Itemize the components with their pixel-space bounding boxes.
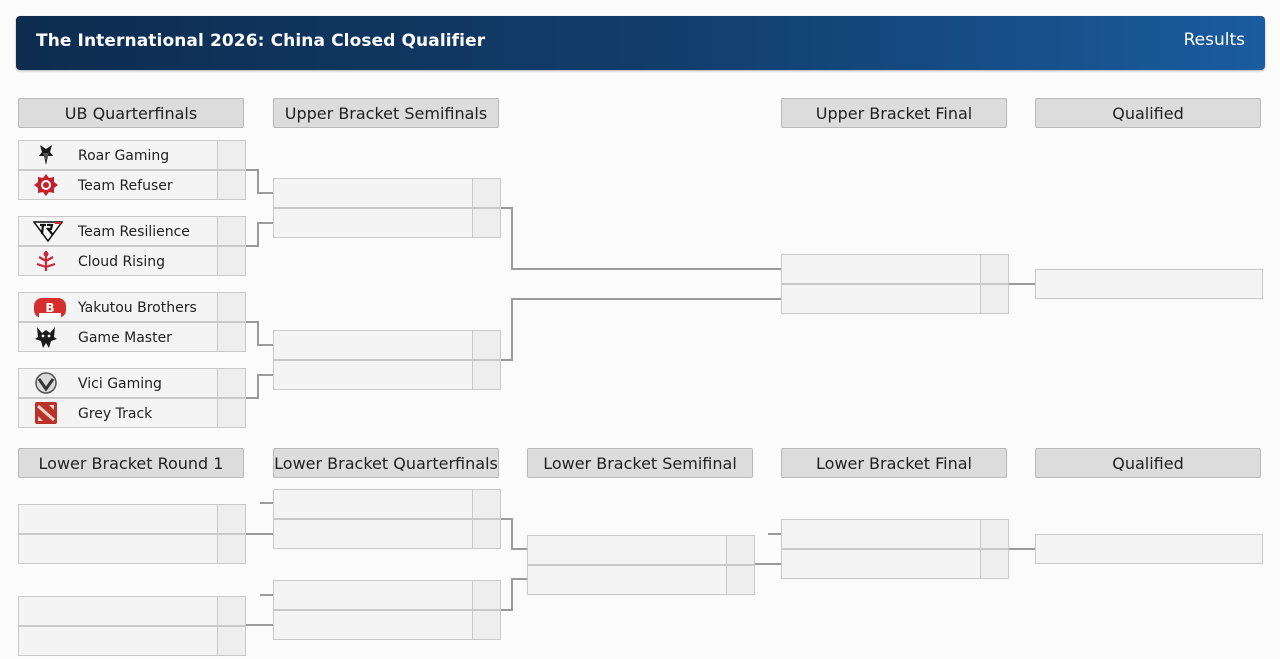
team-slot-grey-track[interactable]: Grey Track — [18, 398, 246, 428]
score-cell — [217, 247, 245, 275]
score-cell — [980, 285, 1008, 313]
score-cell — [217, 627, 245, 655]
team-resilience-logo-icon — [32, 219, 64, 243]
score-cell — [472, 361, 500, 389]
header-lb-qualified: Qualified — [1035, 448, 1261, 478]
header-ub-quarterfinals: UB Quarterfinals — [18, 98, 244, 128]
score-cell — [217, 141, 245, 169]
score-cell — [472, 490, 500, 518]
lb-qf2-slot-top[interactable] — [273, 580, 501, 610]
header-ub-final: Upper Bracket Final — [781, 98, 1007, 128]
grey-track-logo-icon — [33, 401, 59, 425]
score-cell — [217, 597, 245, 625]
score-cell — [980, 550, 1008, 578]
score-cell — [217, 369, 245, 397]
team-slot-roar-gaming[interactable]: Roar Gaming — [18, 140, 246, 170]
lb-final-slot-top[interactable] — [781, 519, 1009, 549]
header-lb-semifinal: Lower Bracket Semifinal — [527, 448, 753, 478]
yakutou-brothers-logo-icon: B — [33, 295, 66, 319]
ub-final-slot-bottom[interactable] — [781, 284, 1009, 314]
team-name: Roar Gaming — [78, 148, 170, 164]
score-cell — [217, 217, 245, 245]
team-slot-team-refuser[interactable]: Team Refuser — [18, 170, 246, 200]
team-refuser-logo-icon — [33, 173, 59, 197]
score-cell — [217, 171, 245, 199]
ub-sf2-slot-top[interactable] — [273, 330, 501, 360]
lb-qf2-slot-bottom[interactable] — [273, 610, 501, 640]
tournament-title: The International 2026: China Closed Qua… — [36, 31, 486, 51]
lb-r1-m1-slot-top[interactable] — [18, 504, 246, 534]
cloud-rising-logo-icon — [33, 249, 59, 273]
score-cell — [217, 505, 245, 533]
team-name: Vici Gaming — [78, 376, 162, 392]
score-cell — [217, 323, 245, 351]
score-cell — [472, 611, 500, 639]
team-slot-yakutou-brothers[interactable]: B Yakutou Brothers — [18, 292, 246, 322]
score-cell — [472, 209, 500, 237]
header-lb-round-1: Lower Bracket Round 1 — [18, 448, 244, 478]
lb-sf-slot-bottom[interactable] — [527, 565, 755, 595]
ub-sf2-slot-bottom[interactable] — [273, 360, 501, 390]
lb-qualified-slot[interactable] — [1035, 534, 1263, 564]
roar-gaming-logo-icon — [33, 143, 59, 167]
header-ub-qualified: Qualified — [1035, 98, 1261, 128]
team-slot-vici-gaming[interactable]: Vici Gaming — [18, 368, 246, 398]
ub-sf1-slot-top[interactable] — [273, 178, 501, 208]
team-slot-game-master[interactable]: Game Master — [18, 322, 246, 352]
ub-sf1-slot-bottom[interactable] — [273, 208, 501, 238]
score-cell — [217, 293, 245, 321]
team-slot-cloud-rising[interactable]: Cloud Rising — [18, 246, 246, 276]
lb-qf1-slot-bottom[interactable] — [273, 519, 501, 549]
team-name: Grey Track — [78, 406, 153, 422]
lb-r1-m1-slot-bottom[interactable] — [18, 534, 246, 564]
team-name: Yakutou Brothers — [78, 300, 197, 316]
score-cell — [217, 399, 245, 427]
title-bar: The International 2026: China Closed Qua… — [16, 16, 1265, 70]
lb-r1-m2-slot-top[interactable] — [18, 596, 246, 626]
team-name: Game Master — [78, 330, 172, 346]
score-cell — [980, 520, 1008, 548]
results-link[interactable]: Results — [1183, 30, 1245, 50]
team-name: Team Refuser — [78, 178, 173, 194]
vici-gaming-logo-icon — [33, 371, 59, 395]
header-ub-semifinals: Upper Bracket Semifinals — [273, 98, 499, 128]
header-lb-final: Lower Bracket Final — [781, 448, 1007, 478]
lb-final-slot-bottom[interactable] — [781, 549, 1009, 579]
lb-sf-slot-top[interactable] — [527, 535, 755, 565]
score-cell — [980, 255, 1008, 283]
score-cell — [472, 520, 500, 548]
score-cell — [472, 331, 500, 359]
svg-text:B: B — [45, 301, 54, 315]
score-cell — [472, 581, 500, 609]
team-name: Team Resilience — [78, 224, 190, 240]
game-master-logo-icon — [33, 325, 59, 349]
score-cell — [472, 179, 500, 207]
lb-qf1-slot-top[interactable] — [273, 489, 501, 519]
team-name: Cloud Rising — [78, 254, 166, 270]
team-slot-team-resilience[interactable]: Team Resilience — [18, 216, 246, 246]
lb-r1-m2-slot-bottom[interactable] — [18, 626, 246, 656]
score-cell — [217, 535, 245, 563]
ub-qualified-slot[interactable] — [1035, 269, 1263, 299]
score-cell — [726, 536, 754, 564]
header-lb-quarterfinals: Lower Bracket Quarterfinals — [273, 448, 499, 478]
ub-final-slot-top[interactable] — [781, 254, 1009, 284]
score-cell — [726, 566, 754, 594]
